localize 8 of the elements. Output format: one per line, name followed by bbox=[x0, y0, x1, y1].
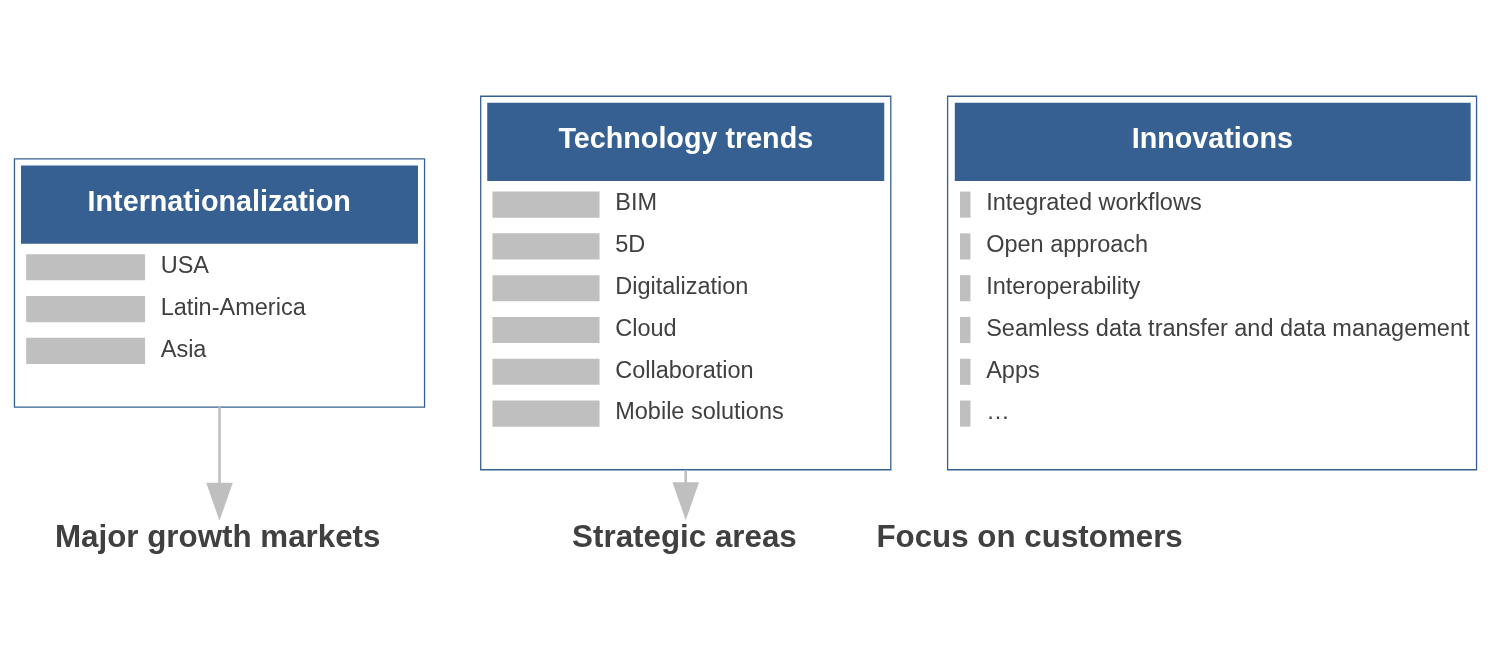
arrow bbox=[206, 407, 233, 521]
node-text: Strategic areas bbox=[572, 519, 797, 555]
node-box: Internationalization USA Latin-America Asia bbox=[13, 158, 426, 408]
label: Focus on customers bbox=[876, 519, 1183, 555]
node-box: Innovations Integrated workflows Open approach Interoperability Seamless data transfer and data management Apps … bbox=[946, 95, 1478, 471]
node-text: Major growth markets bbox=[54, 519, 381, 555]
node-box: Technology trends BIM 5D Digitalization Cloud Collaboration Mobile solutions bbox=[480, 95, 892, 471]
arrow bbox=[672, 470, 699, 521]
